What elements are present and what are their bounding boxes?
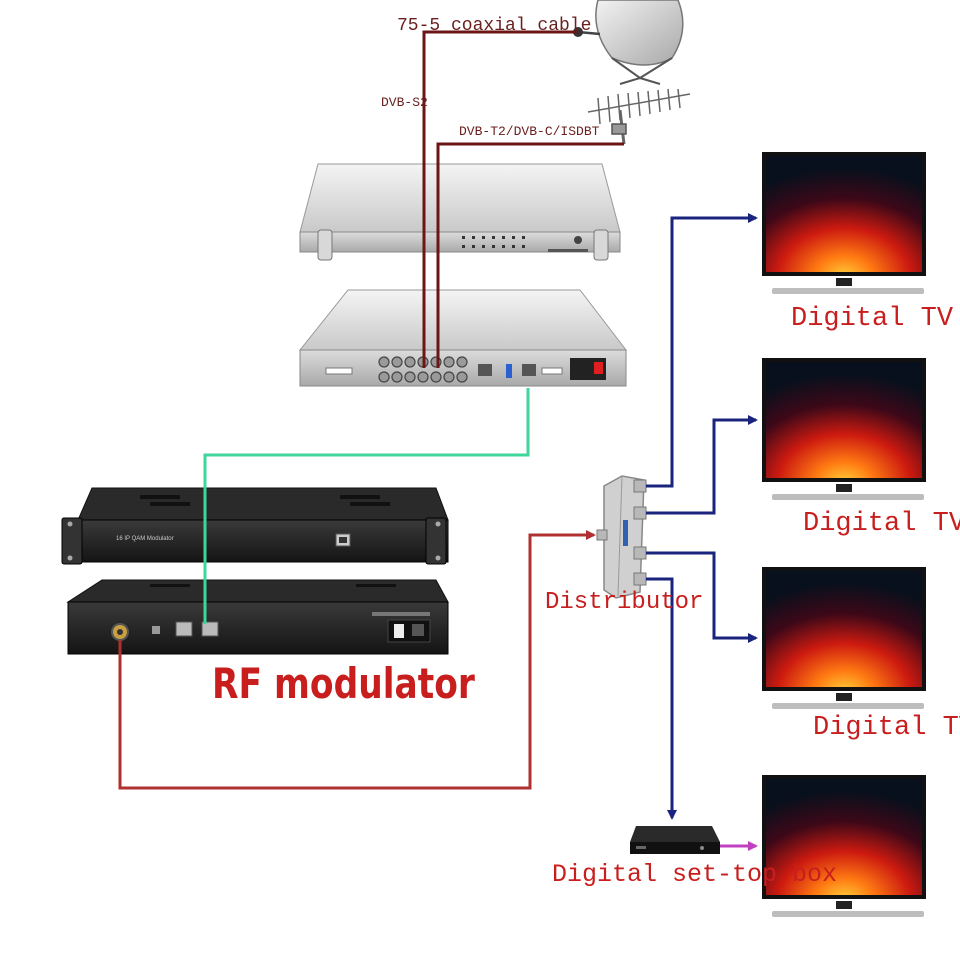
feed-tv-2 bbox=[646, 415, 758, 515]
tv-2-label: Digital TV bbox=[803, 509, 960, 539]
rf-cable bbox=[118, 530, 596, 790]
satellite-dish-icon bbox=[573, 0, 684, 85]
feed-tv-1 bbox=[646, 213, 758, 488]
tv-4 bbox=[762, 775, 926, 917]
dvb-s2-label: DVB-S2 bbox=[381, 95, 428, 110]
coax-cable-dvb-t2 bbox=[436, 142, 624, 368]
rf-modulator-top-unit: 16 IP QAM Modulator bbox=[61, 487, 449, 565]
tv-2 bbox=[762, 358, 926, 500]
tv-3 bbox=[762, 567, 926, 709]
feed-tv-3 bbox=[646, 551, 758, 643]
set-top-box-label: Digital set-top box bbox=[552, 860, 838, 889]
antenna-icon bbox=[587, 88, 691, 145]
dvb-t2-label: DVB-T2/DVB-C/ISDBT bbox=[459, 124, 600, 139]
coax-cable-dvb-s2 bbox=[422, 30, 578, 368]
modulator-panel-text: 16 IP QAM Modulator bbox=[116, 536, 174, 542]
ip-cable bbox=[203, 388, 530, 624]
distributor-splitter-icon bbox=[596, 475, 647, 599]
coax-cable-label: 75-5 coaxial cable bbox=[397, 16, 592, 36]
tv-1-label: Digital TV bbox=[791, 304, 954, 334]
receiver-top-unit bbox=[299, 163, 621, 261]
tv-1 bbox=[762, 152, 926, 294]
rf-modulator-rear-unit bbox=[66, 579, 449, 655]
receiver-rear-unit bbox=[298, 289, 628, 387]
set-top-box-icon bbox=[630, 826, 720, 854]
tv-3-label: Digital TV bbox=[813, 713, 960, 743]
feed-set-top-box bbox=[646, 577, 677, 820]
rf-modulator-label: RF modulator bbox=[212, 659, 475, 708]
distributor-label: Distributor bbox=[545, 589, 704, 616]
